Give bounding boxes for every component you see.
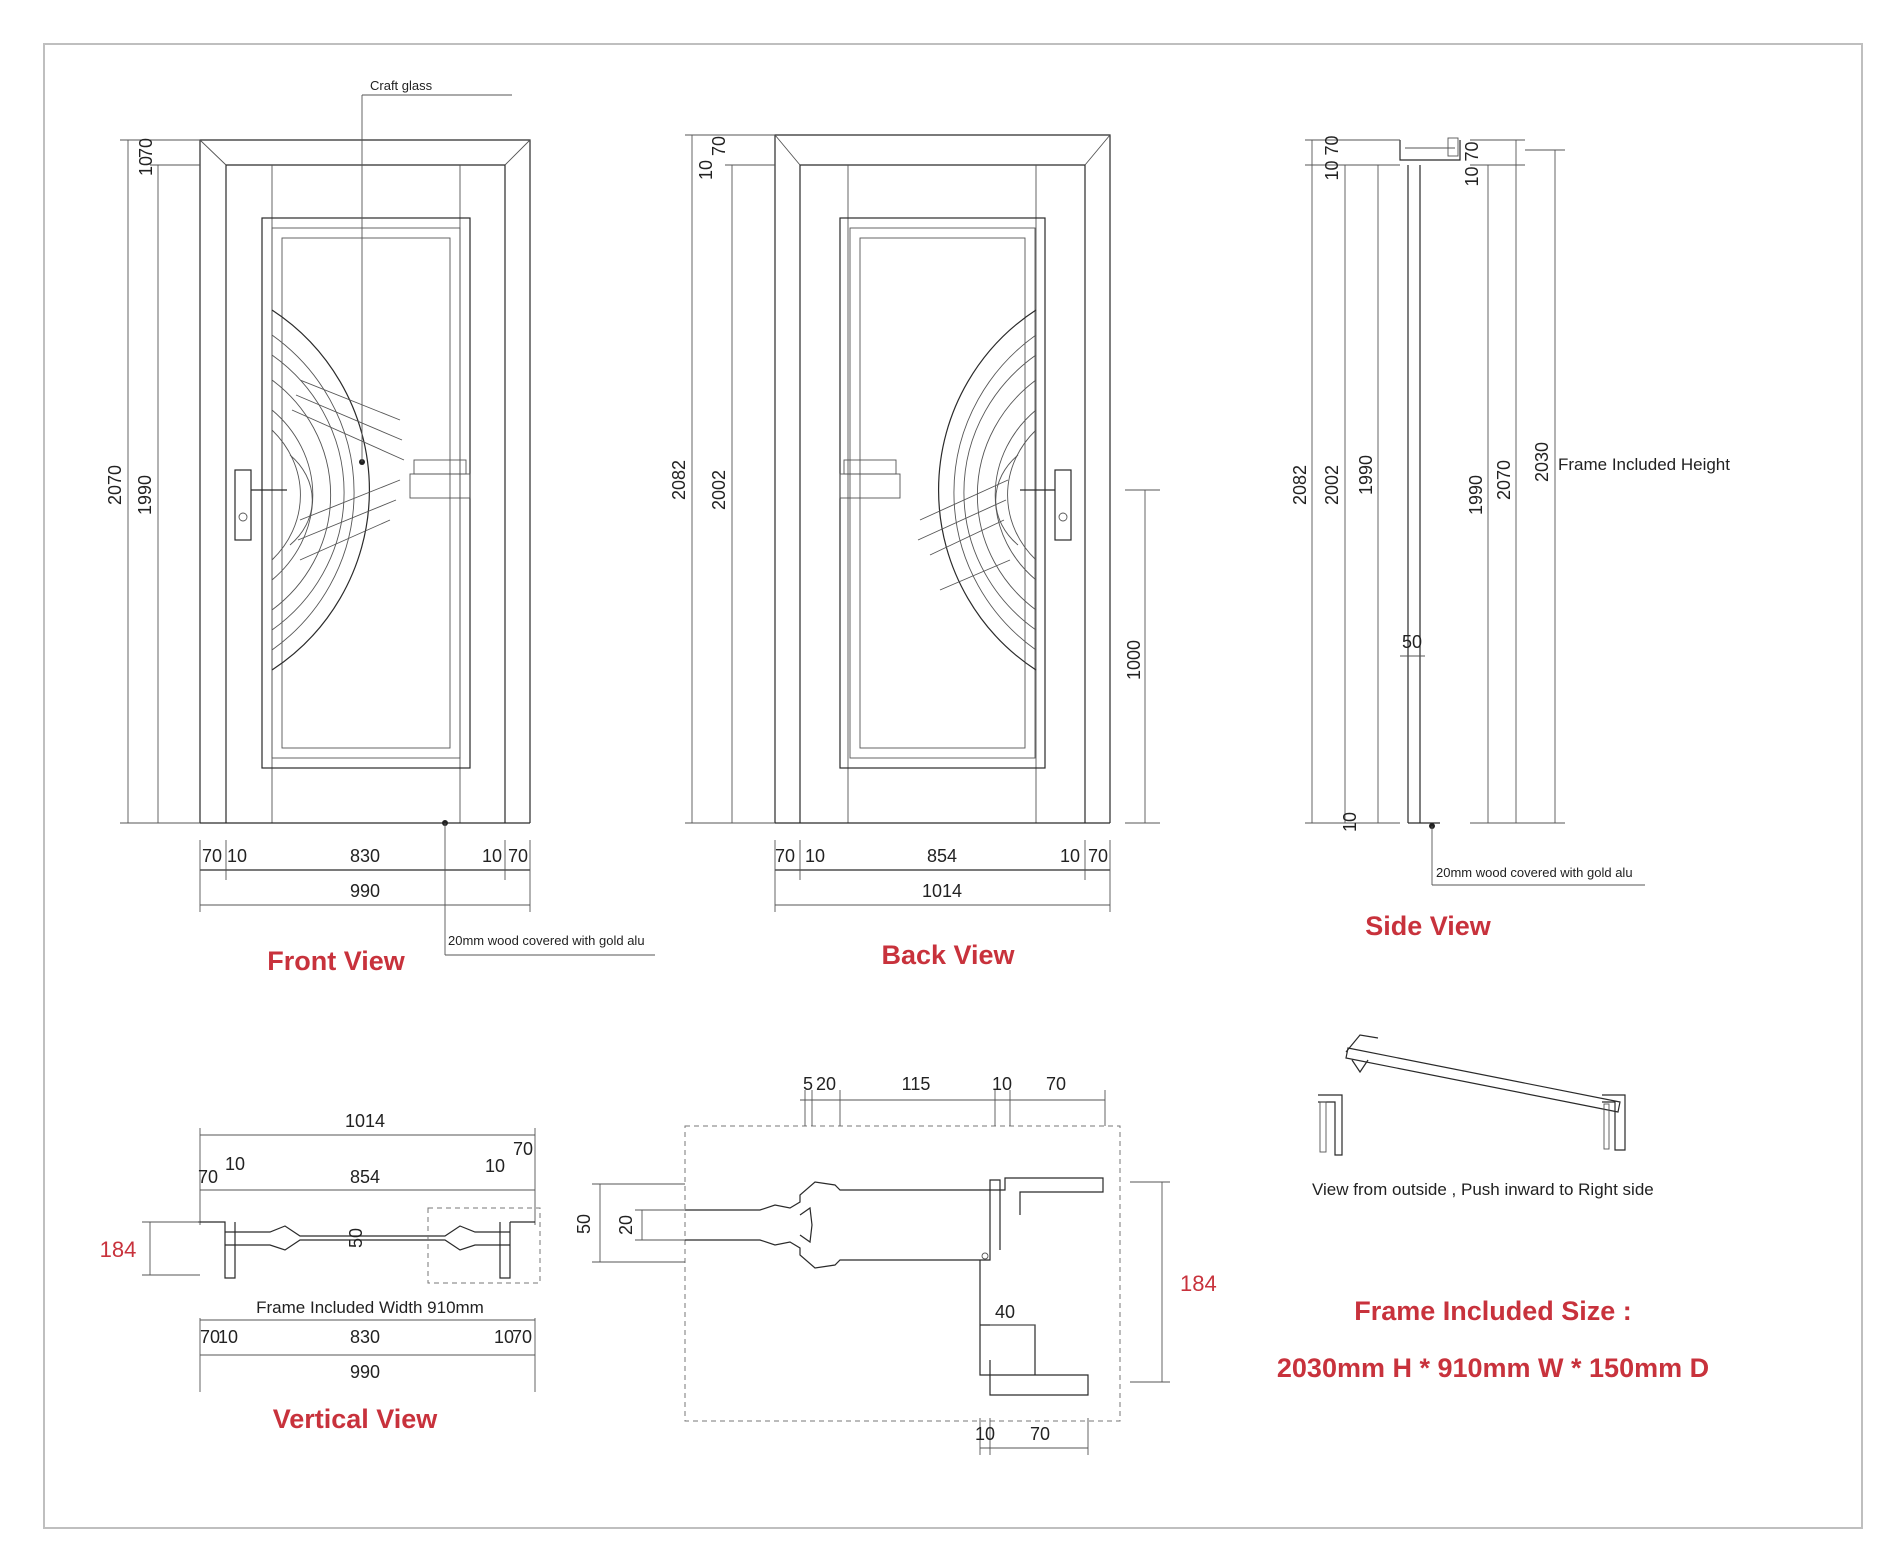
side-view: 2082 2002 1990 10 70 10 50 10 70 1990 20…: [1290, 135, 1730, 941]
detail-t-10: 10: [992, 1074, 1012, 1094]
detail-b-70: 70: [1030, 1424, 1050, 1444]
push-direction-label: View from outside , Push inward to Right…: [1312, 1180, 1654, 1199]
detail-t-20: 20: [816, 1074, 836, 1094]
side-top-left: 10 70: [1322, 135, 1342, 180]
frame-included-width-label: Frame Included Width 910mm: [256, 1298, 484, 1317]
section-detail: 5 20 115 10 70 50 20 184 40 10 70: [574, 1074, 1217, 1455]
vert-w-mid-top: 854: [350, 1167, 380, 1187]
vert-b-10-right: 10: [494, 1327, 514, 1347]
back-top-70: 70: [709, 136, 729, 156]
front-wood-note: 20mm wood covered with gold alu: [448, 933, 645, 948]
front-top-10: 10: [136, 156, 156, 176]
detail-r-184: 184: [1180, 1271, 1217, 1296]
back-h-inner: 2002: [709, 470, 729, 510]
vert-thick: 50: [346, 1228, 366, 1248]
vertical-view: 1014 10 70 854 10 70 184 50 Frame Includ…: [100, 1111, 541, 1434]
front-view: Craft glass 2070 1990 10 70 70 10 830 10…: [105, 78, 655, 976]
side-thickness: 50: [1402, 632, 1422, 652]
vert-b-mid: 830: [350, 1327, 380, 1347]
back-w-total: 1014: [922, 881, 962, 901]
sheet-border: [43, 43, 1863, 1529]
back-w-70-right: 70: [1088, 846, 1108, 866]
back-top-10: 10: [696, 160, 716, 180]
side-h-2082: 2082: [1290, 465, 1310, 505]
vert-b-70-left: 70: [200, 1327, 220, 1347]
vert-b-total: 990: [350, 1362, 380, 1382]
back-w-10-right: 10: [1060, 846, 1080, 866]
front-w-70-left: 70: [202, 846, 222, 866]
vert-w-70-right: 70: [513, 1139, 533, 1159]
side-view-title: Side View: [1365, 911, 1492, 941]
front-w-10-right: 10: [482, 846, 502, 866]
vert-w-70-left: 70: [198, 1167, 218, 1187]
side-h-2070: 2070: [1494, 460, 1514, 500]
vert-w-10-left: 10: [225, 1154, 245, 1174]
back-w-10-left: 10: [805, 846, 825, 866]
back-handle-height: 1000: [1124, 640, 1144, 680]
back-h-outer: 2082: [669, 460, 689, 500]
detail-t-5: 5: [803, 1074, 813, 1094]
front-w-10-left: 10: [227, 846, 247, 866]
detail-t-115: 115: [902, 1074, 931, 1094]
front-h-inner: 1990: [135, 475, 155, 515]
side-top-right: 10 70: [1462, 141, 1482, 186]
detail-l-20: 20: [616, 1215, 636, 1235]
frame-included-height-label: Frame Included Height: [1558, 455, 1730, 474]
front-w-total: 990: [350, 881, 380, 901]
push-diagram: View from outside , Push inward to Right…: [1277, 1034, 1709, 1383]
front-w-70-right: 70: [508, 846, 528, 866]
side-h-1990-left: 1990: [1356, 455, 1376, 495]
detail-t-70: 70: [1046, 1074, 1066, 1094]
front-top-70: 70: [136, 138, 156, 158]
side-wood-note: 20mm wood covered with gold alu: [1436, 865, 1633, 880]
craft-glass-label: Craft glass: [370, 78, 433, 93]
back-w-mid: 854: [927, 846, 957, 866]
front-view-title: Front View: [267, 946, 406, 976]
side-bottom-10: 10: [1340, 812, 1360, 832]
side-h-1990-right: 1990: [1466, 475, 1486, 515]
back-view-title: Back View: [881, 940, 1015, 970]
back-view: 1000 2082 2002 10 70 70 10 854 10 70 101…: [669, 134, 1160, 970]
front-w-mid: 830: [350, 846, 380, 866]
vert-b-10-left: 10: [218, 1327, 238, 1347]
vert-b-70-right: 70: [512, 1327, 532, 1347]
frame-size-value: 2030mm H * 910mm W * 150mm D: [1277, 1353, 1709, 1383]
vert-depth: 184: [100, 1237, 137, 1262]
frame-size-title: Frame Included Size :: [1354, 1296, 1632, 1326]
vert-w-total-top: 1014: [345, 1111, 385, 1131]
side-h-2030: 2030: [1532, 442, 1552, 482]
side-h-2002: 2002: [1322, 465, 1342, 505]
detail-i-40: 40: [995, 1302, 1015, 1322]
detail-b-10: 10: [975, 1424, 995, 1444]
detail-l-50: 50: [574, 1214, 594, 1234]
vertical-view-title: Vertical View: [273, 1404, 439, 1434]
back-w-70-left: 70: [775, 846, 795, 866]
front-h-outer: 2070: [105, 465, 125, 505]
vert-w-10-right: 10: [485, 1156, 505, 1176]
